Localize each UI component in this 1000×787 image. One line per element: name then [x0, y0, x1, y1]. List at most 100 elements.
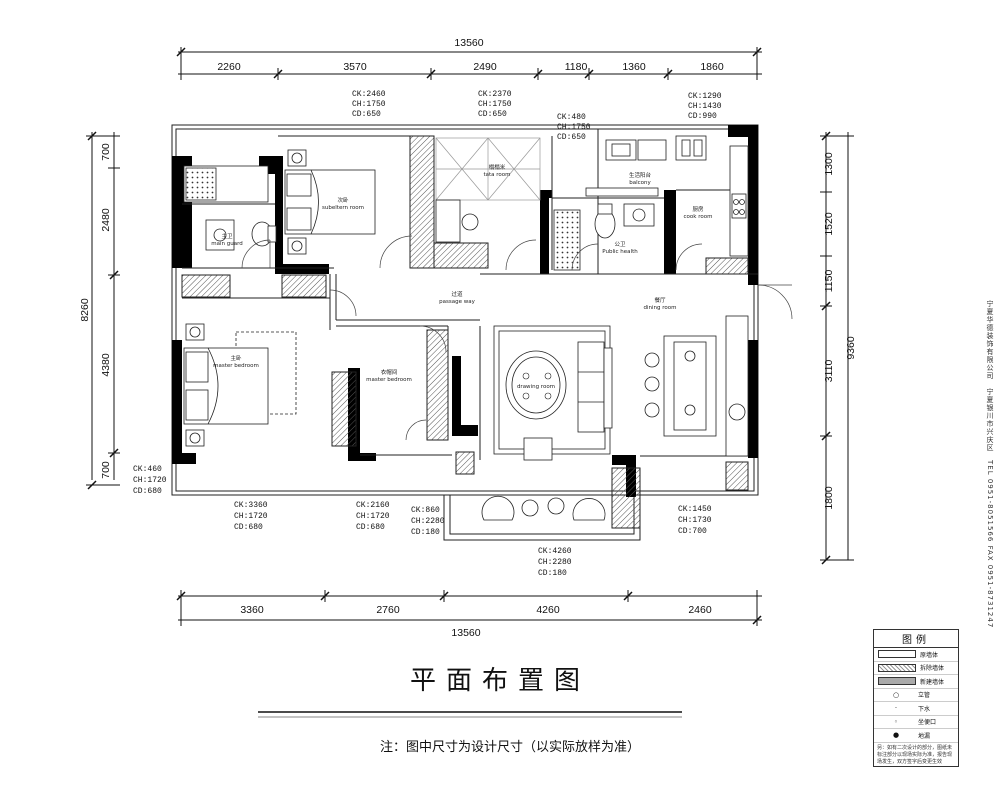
svg-text:CK:4260: CK:4260	[538, 547, 572, 556]
svg-text:CH:1720: CH:1720	[356, 512, 390, 521]
svg-text:CK:2160: CK:2160	[356, 501, 390, 510]
bottom-total-dimension: 13560	[451, 627, 480, 639]
legend-item-toilet-outlet: ◦坐便口	[874, 716, 958, 729]
top-total-dimension: 13560	[454, 37, 483, 49]
svg-text:CK:2460: CK:2460	[352, 90, 386, 99]
top-dimension-6: 1860	[700, 61, 724, 73]
svg-text:cook room: cook room	[684, 214, 713, 220]
svg-text:CH:1750: CH:1750	[557, 123, 591, 132]
svg-text:CH:1430: CH:1430	[688, 102, 722, 111]
legend-item-original-wall: 原墙体	[874, 648, 958, 662]
new-wall-swatch-icon	[878, 677, 916, 686]
dining-table	[644, 315, 749, 457]
legend-heading: 图例	[874, 630, 958, 648]
dimension-labels: 13560 2260 3570 2490 1180 1360 1860 3360…	[79, 37, 857, 639]
public-bath	[553, 203, 655, 271]
svg-text:CD:990: CD:990	[688, 112, 717, 121]
svg-text:CK:1450: CK:1450	[678, 505, 712, 514]
room-label-passage: 过道	[451, 290, 463, 298]
demolished-wall-swatch-icon	[878, 663, 916, 672]
svg-text:CH:1730: CH:1730	[678, 516, 712, 525]
left-dimension-3: 4380	[100, 353, 112, 377]
svg-text:passage way: passage way	[439, 299, 475, 305]
bottom-dimension-4: 2460	[688, 604, 712, 616]
floor-drain-icon: ●	[892, 731, 900, 740]
svg-text:CH:2280: CH:2280	[411, 517, 445, 526]
company-side-text: 宁夏华德装饰有限公司 宁夏银川市兴庆区 TEL 0951-8051566 FAX…	[986, 300, 994, 629]
room-label-balcony: 生活阳台	[629, 171, 652, 179]
svg-text:CD:650: CD:650	[352, 110, 381, 119]
legend-footer: 另：如有二次设计的部分，图纸未标注部分以现场实际为准，报告现场发生，双方签字后变…	[877, 744, 953, 765]
toilet-outlet-icon: ◦	[893, 717, 899, 726]
top-dimension-5: 1360	[622, 61, 646, 73]
left-dimension-4: 700	[100, 461, 112, 479]
room-label-main-guard: 主卫	[221, 232, 233, 240]
room-label-drawing: drawing room	[517, 384, 555, 390]
top-dimension-2: 3570	[343, 61, 367, 73]
svg-text:CH:2280: CH:2280	[538, 558, 572, 567]
title-underline	[258, 711, 682, 718]
left-dimension-2: 2480	[100, 208, 112, 232]
right-dimension-4: 3110	[823, 360, 835, 383]
tatami-desk	[435, 199, 479, 243]
rug-pattern	[522, 372, 552, 400]
door-swings	[241, 235, 793, 441]
kitchen-fixtures	[675, 135, 749, 257]
top-dimension-1: 2260	[217, 61, 241, 73]
svg-text:CD:700: CD:700	[678, 527, 707, 536]
svg-text:CH:1750: CH:1750	[478, 100, 512, 109]
right-dimension-1: 1300	[823, 152, 835, 176]
bottom-dimension-3: 4260	[536, 604, 560, 616]
living-furniture	[481, 325, 613, 521]
svg-text:CK:1290: CK:1290	[688, 92, 722, 101]
right-dimension-2: 1520	[823, 212, 835, 236]
svg-text:CK:2370: CK:2370	[478, 90, 512, 99]
svg-text:CK:480: CK:480	[557, 113, 586, 122]
top-dimension-3: 2490	[473, 61, 497, 73]
svg-text:CK:3360: CK:3360	[234, 501, 268, 510]
svg-text:tata room: tata room	[483, 172, 510, 178]
legend-panel: 图例 原墙体 拆除墙体 新建墙体 ○立管 ·下水 ◦坐便口 ●地漏 另：如有二次…	[873, 629, 959, 767]
svg-text:master bedroom: master bedroom	[366, 377, 412, 383]
left-dimension-1: 700	[100, 143, 112, 161]
svg-text:CH:1750: CH:1750	[352, 100, 386, 109]
room-label-public-health: 公卫	[614, 241, 626, 248]
svg-text:balcony: balcony	[629, 180, 651, 186]
legend-item-riser: ○立管	[874, 689, 958, 702]
svg-text:CD:680: CD:680	[234, 523, 263, 532]
left-total-dimension: 8260	[79, 298, 91, 322]
right-dimension-3: 1150	[823, 270, 835, 293]
original-wall-swatch-icon	[878, 650, 916, 659]
room-label-master: 主卧	[230, 354, 242, 362]
svg-text:subeltern room: subeltern room	[322, 205, 364, 211]
svg-text:CD:180: CD:180	[411, 528, 440, 537]
master-bed	[183, 323, 297, 447]
room-labels: 次卧 subeltern room 榻榻米 tata room 生活阳台 bal…	[211, 163, 712, 390]
dimension-lines	[86, 47, 854, 626]
svg-text:CH:1720: CH:1720	[234, 512, 268, 521]
room-label-dining: 餐厅	[654, 296, 666, 304]
room-label-cloak: 衣帽间	[381, 368, 398, 376]
svg-text:CD:680: CD:680	[356, 523, 385, 532]
room-label-subeltern: 次卧	[337, 196, 349, 204]
legend-item-floor-drain: ●地漏	[874, 729, 958, 743]
top-dimension-4: 1180	[565, 61, 588, 73]
svg-text:CD:180: CD:180	[538, 569, 567, 578]
drawing-note: 注：图中尺寸为设计尺寸（以实际放样为准）	[379, 740, 640, 755]
svg-text:CK:460: CK:460	[133, 465, 162, 474]
drawing-title: 平面布置图	[409, 666, 590, 696]
room-label-cook: 厨房	[692, 205, 704, 213]
legend-item-drain: ·下水	[874, 702, 958, 716]
svg-text:main guard: main guard	[211, 241, 243, 247]
svg-text:CD:650: CD:650	[557, 133, 586, 142]
room-label-tatami: 榻榻米	[489, 163, 506, 171]
svg-text:master bedroom: master bedroom	[213, 363, 259, 369]
